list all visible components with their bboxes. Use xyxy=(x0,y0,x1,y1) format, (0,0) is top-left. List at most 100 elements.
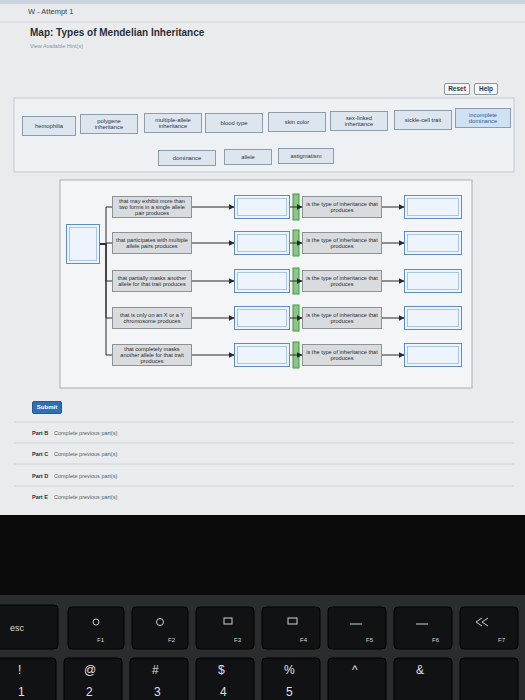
linking-phrase: that completely masks another allele for… xyxy=(112,344,192,366)
part-note: Complete previous part(s) xyxy=(54,452,117,458)
key-label: 1 xyxy=(18,686,25,698)
attempt-label: W - Attempt 1 xyxy=(28,8,73,16)
answer-tile: blood type xyxy=(205,113,263,133)
drop-target xyxy=(404,269,462,293)
key-label: 4 xyxy=(220,686,227,698)
connector xyxy=(290,281,302,282)
connector xyxy=(382,243,404,244)
key-label: F3 xyxy=(234,637,241,643)
drop-target xyxy=(234,306,290,330)
part-rule xyxy=(14,422,514,423)
key-label: esc xyxy=(10,624,24,633)
part-name: Part B xyxy=(32,431,48,437)
linking-phrase: that participates with multiple allele p… xyxy=(112,232,192,254)
key-label: F1 xyxy=(97,637,104,643)
part-rule xyxy=(14,443,514,444)
answer-tile: astigmatism xyxy=(278,148,334,164)
linking-phrase: that may exhibit more than two forms in … xyxy=(112,196,192,218)
answer-tile: allele xyxy=(224,149,272,165)
linking-phrase: that partially masks another allele for … xyxy=(112,270,192,292)
node-text: sex-linked inheritance xyxy=(333,115,385,128)
answer-tile: sex-linked inheritance xyxy=(330,111,388,131)
connector xyxy=(100,244,112,355)
linking-phrase: that is only on an X or a Y chromosome p… xyxy=(112,307,192,329)
linking-phrase: is the type of inheritance that produces xyxy=(302,232,382,254)
node-text: that may exhibit more than two forms in … xyxy=(116,198,188,216)
connector xyxy=(192,318,234,319)
map-panel xyxy=(60,180,472,388)
connector xyxy=(290,243,302,244)
drop-target xyxy=(404,306,462,330)
answer-tile: polygene inheritance xyxy=(80,114,138,134)
connector xyxy=(100,244,112,318)
node-text: multiple-allele inheritance xyxy=(147,117,199,130)
key-label: ! xyxy=(18,664,21,676)
part-name: Part D xyxy=(32,474,48,480)
drop-target xyxy=(234,343,290,367)
screen-bezel xyxy=(0,515,525,595)
node-text: is the type of inheritance that produces xyxy=(306,237,378,249)
answer-tile: incomplete dominance xyxy=(455,108,511,128)
page-title: Map: Types of Mendelian Inheritance xyxy=(30,27,204,38)
node-text: astigmatism xyxy=(291,153,322,159)
connector xyxy=(100,244,112,281)
connector xyxy=(290,355,302,356)
drop-target xyxy=(234,231,290,255)
part-name: Part C xyxy=(32,452,48,458)
key-label: 5 xyxy=(286,686,293,698)
answer-tile: sickle-cell trait xyxy=(394,110,452,130)
linking-phrase: is the type of inheritance that produces xyxy=(302,344,382,366)
key-label: 3 xyxy=(154,686,161,698)
connector xyxy=(192,207,234,208)
key-label: $ xyxy=(218,664,225,676)
drop-target xyxy=(234,269,290,293)
top-bar xyxy=(0,0,525,4)
drop-target xyxy=(234,195,290,219)
part-rule xyxy=(14,464,514,465)
node-text: hemophilia xyxy=(35,123,63,129)
linking-phrase: is the type of inheritance that produces xyxy=(302,270,382,292)
key-label: F4 xyxy=(300,637,307,643)
connector xyxy=(100,207,112,244)
drop-dividers xyxy=(293,194,299,368)
connector xyxy=(290,207,302,208)
node-text: polygene inheritance xyxy=(83,118,135,131)
node-text: skin color xyxy=(285,119,309,125)
key-label: 2 xyxy=(86,686,93,698)
connector xyxy=(192,355,234,356)
key-label: F7 xyxy=(498,637,505,643)
node-text: is the type of inheritance that produces xyxy=(306,275,378,287)
connector xyxy=(100,243,112,244)
word-bank-panel xyxy=(14,98,514,172)
node-text: dominance xyxy=(173,155,201,161)
answer-tile: hemophilia xyxy=(22,116,76,136)
part-note: Complete previous part(s) xyxy=(54,431,117,437)
hint-link: View Available Hint(s) xyxy=(30,44,83,50)
drop-target xyxy=(66,224,100,264)
drop-target xyxy=(404,231,462,255)
key-icons xyxy=(93,618,488,626)
drop-target xyxy=(404,343,462,367)
reset-button: Reset xyxy=(444,83,470,95)
node-text: is the type of inheritance that produces xyxy=(306,312,378,324)
key-label: F2 xyxy=(168,637,175,643)
answer-tile: skin color xyxy=(268,112,326,132)
connector xyxy=(382,207,404,208)
connector xyxy=(290,318,302,319)
node-text: is the type of inheritance that produces xyxy=(306,201,378,213)
node-text: that partially masks another allele for … xyxy=(116,275,188,287)
node-text: Submit xyxy=(37,404,57,411)
drop-target xyxy=(404,195,462,219)
node-text: blood type xyxy=(221,120,248,126)
key-label: ^ xyxy=(352,664,358,676)
part-note: Complete previous part(s) xyxy=(54,474,117,480)
key-label: F5 xyxy=(366,637,373,643)
answer-tile: dominance xyxy=(158,150,216,166)
node-text: allele xyxy=(241,154,255,160)
node-text: incomplete dominance xyxy=(458,112,508,125)
part-name: Part E xyxy=(32,495,48,501)
node-text: that is only on an X or a Y chromosome p… xyxy=(116,312,188,324)
key-label: @ xyxy=(84,664,96,676)
node-text: sickle-cell trait xyxy=(405,117,441,123)
